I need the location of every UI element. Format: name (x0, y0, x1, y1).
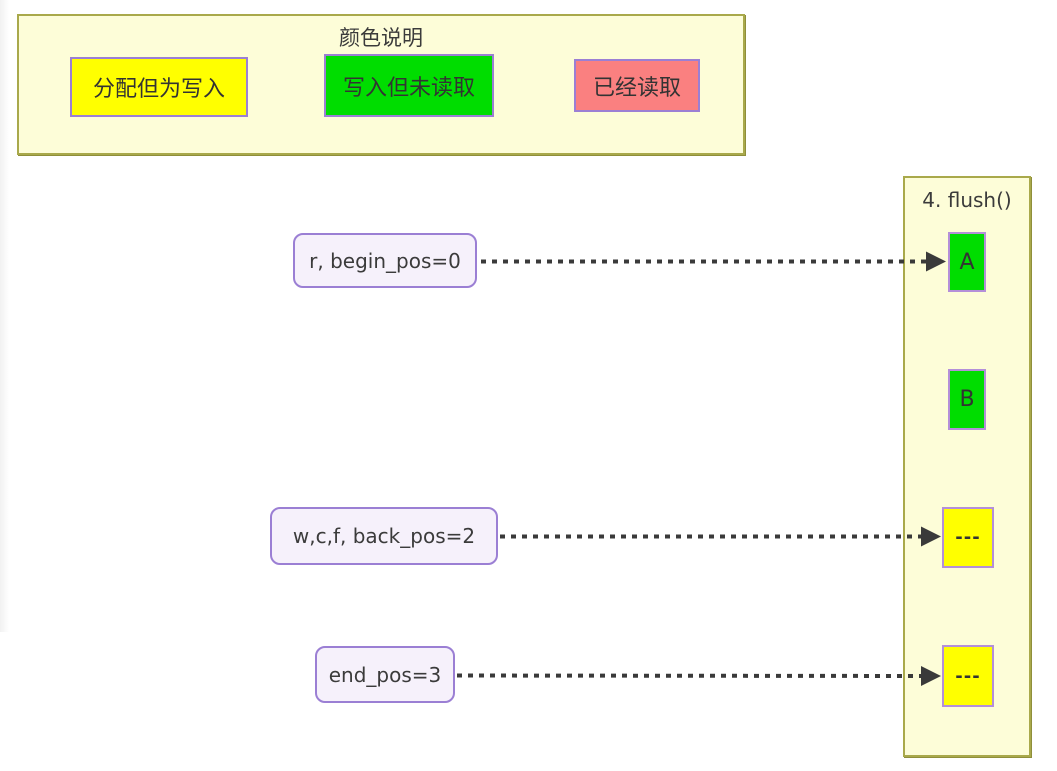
buffer-cell-b: B (948, 369, 986, 430)
buffer-cell-label: --- (955, 527, 981, 548)
legend-item-already-read: 已经读取 (574, 59, 700, 112)
pointer-label-text: end_pos=3 (328, 662, 442, 687)
buffer-cell-label: --- (955, 665, 981, 687)
pointer-label-begin-pos: r, begin_pos=0 (293, 233, 477, 288)
arrow-back-pos-icon (500, 526, 941, 547)
buffer-cell-label: B (959, 387, 975, 412)
buffer-cell-label: A (959, 249, 975, 275)
left-edge-shade (0, 0, 9, 632)
legend-title: 颜色说明 (339, 26, 423, 50)
flush-panel-title: 4. flush() (922, 188, 1012, 212)
legend-item-label: 分配但为写入 (92, 77, 225, 102)
legend-item-written-not-read: 写入但未读取 (324, 54, 494, 117)
pointer-label-text: r, begin_pos=0 (309, 248, 461, 273)
pointer-label-text: w,c,f, back_pos=2 (292, 524, 476, 548)
buffer-cell-a: A (948, 232, 986, 292)
arrow-begin-pos-icon (481, 251, 946, 272)
pointer-label-back-pos: w,c,f, back_pos=2 (270, 507, 498, 565)
buffer-cell-empty-2: --- (942, 645, 994, 707)
arrow-end-pos-icon (456, 666, 941, 686)
legend-item-label: 写入但未读取 (342, 75, 475, 101)
buffer-cell-empty-1: --- (942, 507, 994, 568)
legend-panel: 颜色说明 分配但为写入 写入但未读取 已经读取 (17, 14, 745, 155)
pointer-label-end-pos: end_pos=3 (315, 646, 455, 703)
legend-item-label: 已经读取 (592, 75, 681, 101)
legend-item-allocated-not-written: 分配但为写入 (70, 57, 248, 117)
